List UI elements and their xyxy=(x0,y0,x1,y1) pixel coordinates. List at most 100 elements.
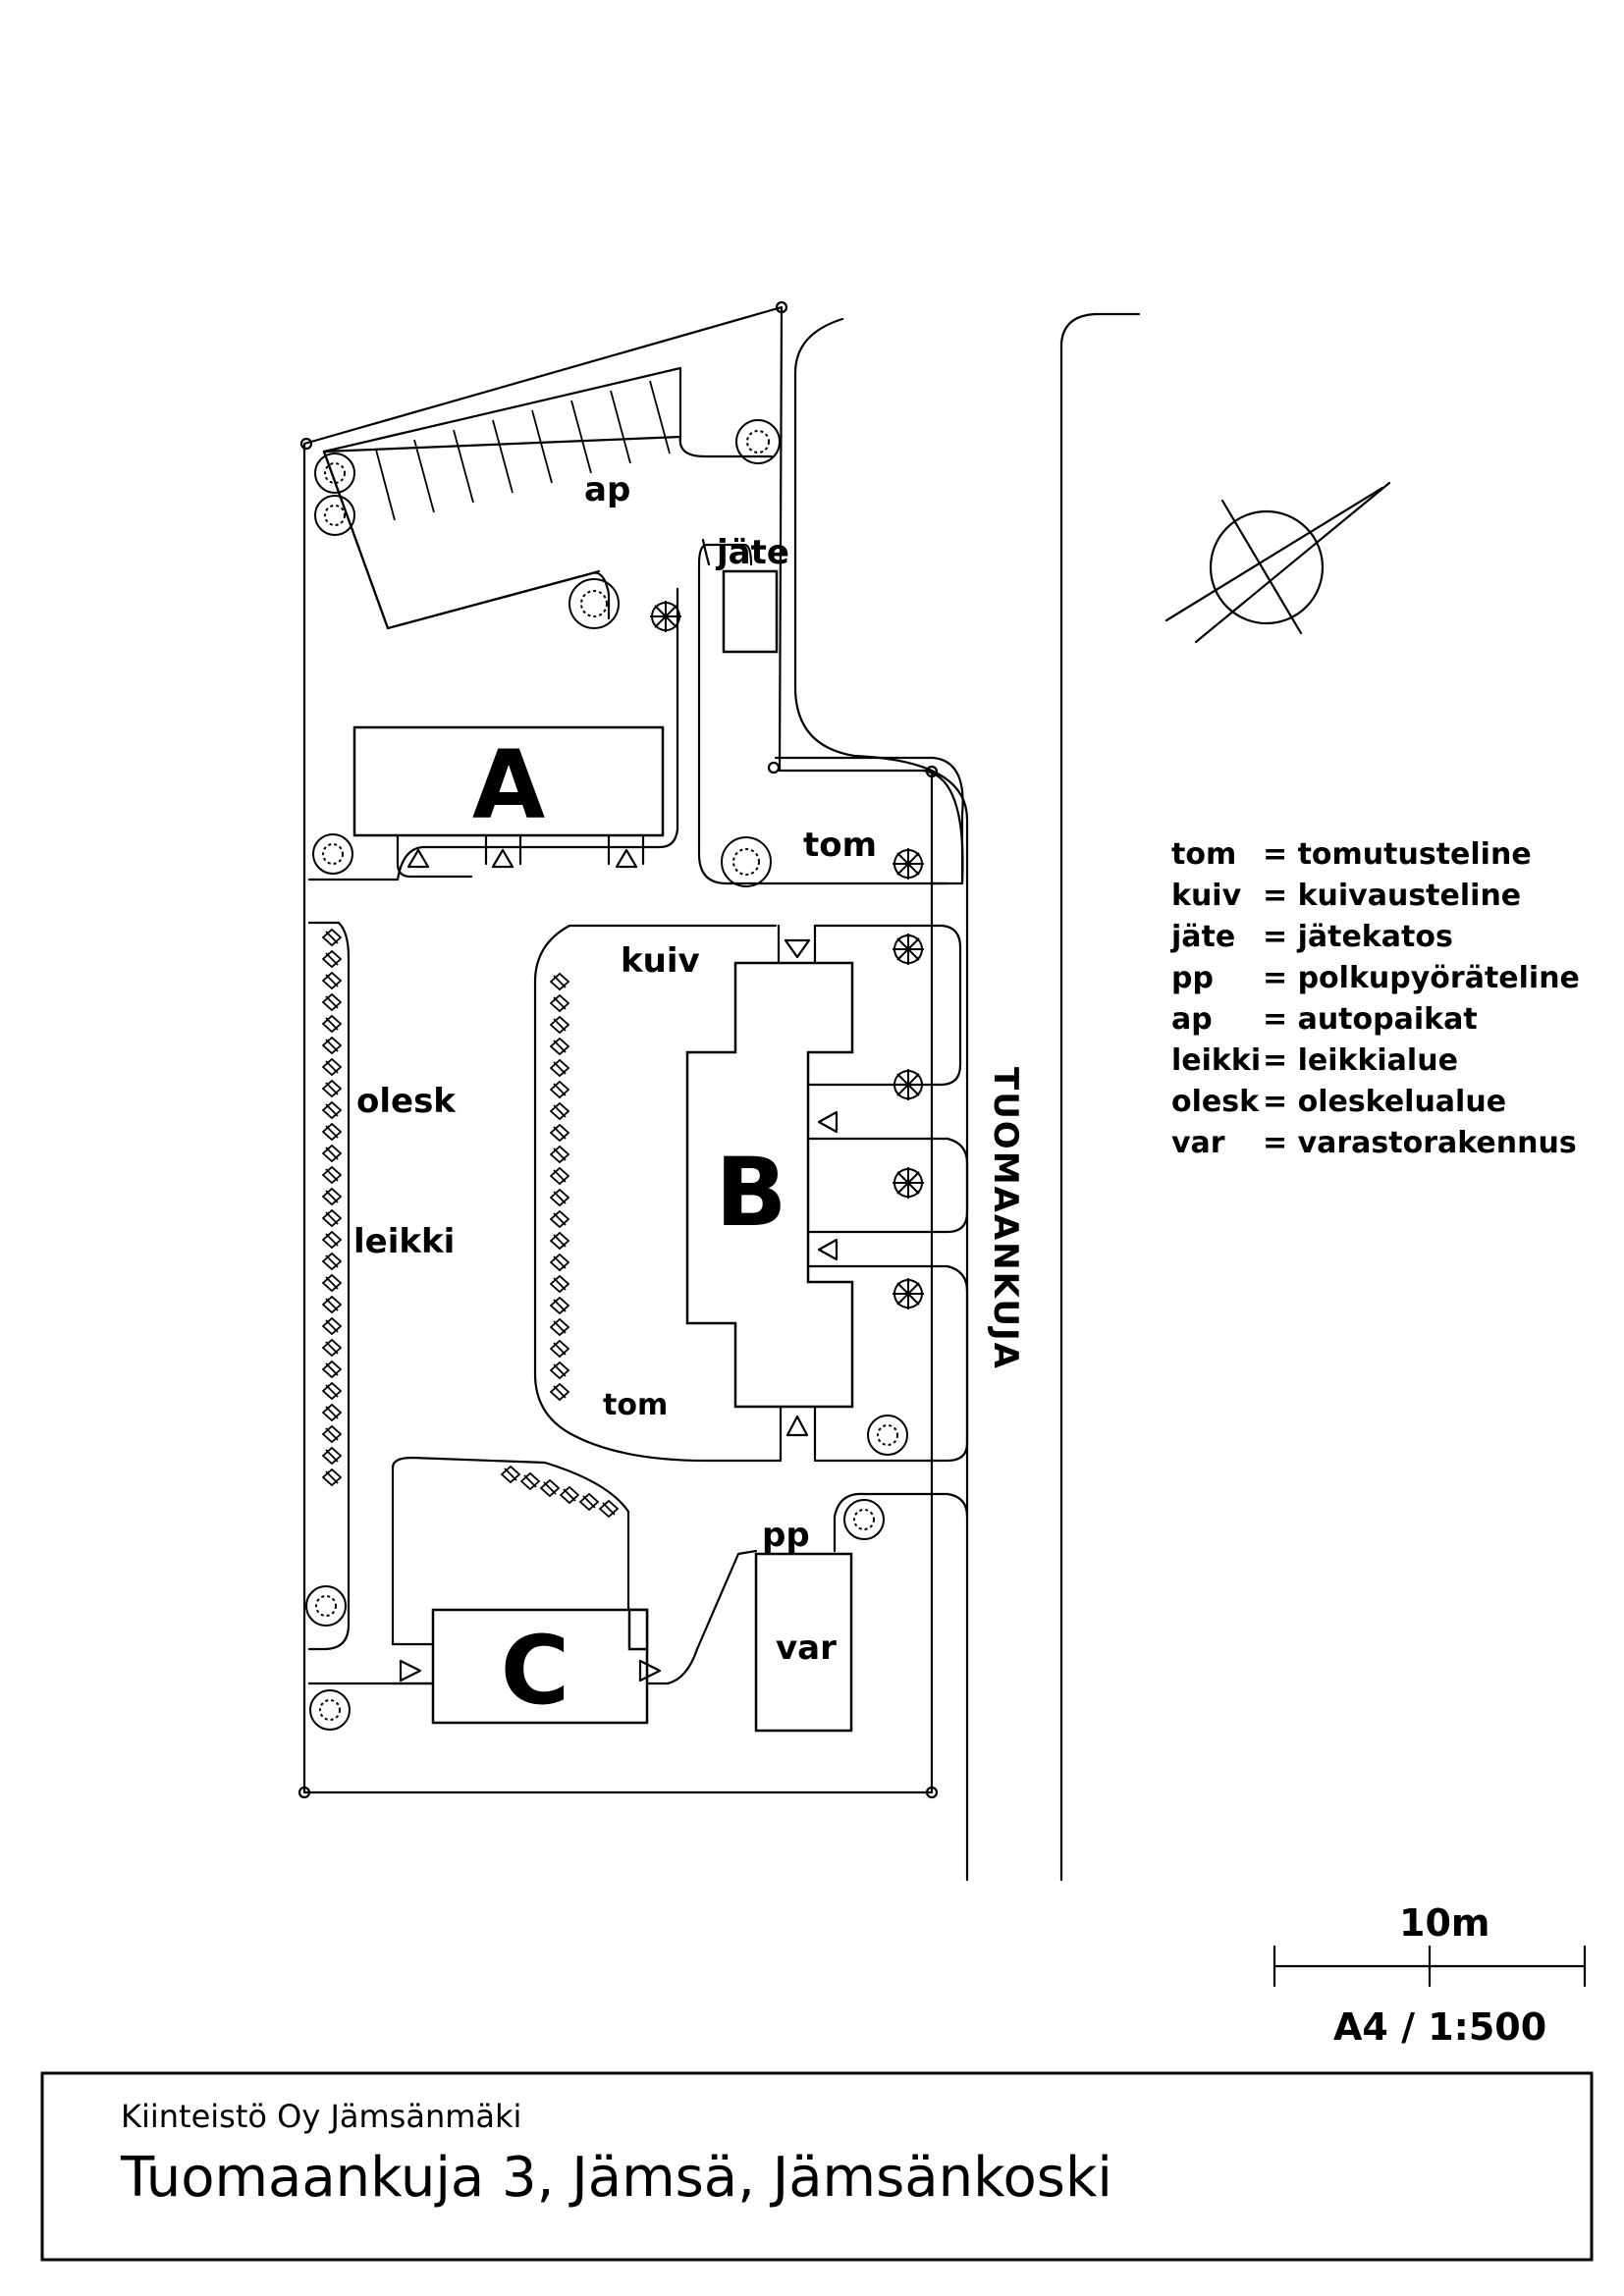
hedge-leaf xyxy=(321,1100,343,1120)
title-block: Kiinteistö Oy Jämsänmäki Tuomaankuja 3, … xyxy=(40,2071,1594,2262)
hedges xyxy=(321,928,620,1519)
tree-icon xyxy=(867,1415,908,1456)
hedge-leaf xyxy=(549,1253,570,1272)
label-kuiv: kuiv xyxy=(621,941,700,981)
company-name: Kiinteistö Oy Jämsänmäki xyxy=(121,2098,521,2135)
hedge-leaf xyxy=(519,1471,541,1491)
legend-description: = varastorakennus xyxy=(1263,1126,1577,1160)
street-name: TUOMAANKUJA xyxy=(986,1067,1025,1370)
hedge-leaf xyxy=(549,1037,570,1056)
building-c: C xyxy=(391,1608,662,1726)
label-olesk: olesk xyxy=(356,1082,457,1121)
hedge-leaf xyxy=(549,1123,570,1143)
building-b: B xyxy=(685,924,854,1463)
hedge-leaf xyxy=(321,1403,343,1422)
hedge-leaf xyxy=(321,1468,343,1487)
hedge-leaf xyxy=(549,1145,570,1164)
building-a: A xyxy=(352,725,665,879)
legend-abbr: var xyxy=(1171,1126,1225,1160)
storage-building xyxy=(754,1552,853,1733)
hedge-leaf xyxy=(321,1381,343,1401)
legend-abbr: olesk xyxy=(1171,1085,1260,1119)
hedge-leaf xyxy=(321,1316,343,1336)
tree-icon xyxy=(735,419,781,464)
label-jate: jäte xyxy=(715,533,789,572)
hedge-leaf xyxy=(539,1478,561,1498)
legend-description: = autopaikat xyxy=(1263,1002,1478,1037)
site-address: Tuomaankuja 3, Jämsä, Jämsänkoski xyxy=(120,2146,1112,2210)
north-arrow-icon xyxy=(1164,481,1391,644)
building-b-label: B xyxy=(715,1138,786,1248)
hedge-leaf xyxy=(321,1338,343,1358)
hedge-leaf xyxy=(549,1317,570,1337)
tree-icon xyxy=(312,833,353,875)
hedge-leaf xyxy=(549,1296,570,1315)
tree-icon xyxy=(305,1585,347,1627)
hedge-leaf xyxy=(321,1144,343,1163)
hedge-leaf xyxy=(321,1057,343,1077)
hedge-leaf xyxy=(321,1424,343,1444)
hedge-leaf xyxy=(321,949,343,969)
hedge-leaf xyxy=(321,1208,343,1228)
map-labels: ap jäte tom kuiv olesk leikki tom pp var xyxy=(353,470,877,1668)
tree-icon xyxy=(721,836,772,887)
hedge-leaf xyxy=(549,972,570,991)
shrub-icon xyxy=(650,601,681,632)
hedge-leaf xyxy=(578,1492,600,1512)
hedge-leaf xyxy=(321,1273,343,1293)
hedge-leaf xyxy=(321,928,343,947)
label-tom-top: tom xyxy=(803,826,877,865)
hedge-leaf xyxy=(549,1339,570,1359)
legend-description: = jätekatos xyxy=(1263,920,1453,954)
shrub-icon xyxy=(893,1278,924,1309)
legend-description: = polkupyöräteline xyxy=(1263,961,1580,995)
hedge-leaf xyxy=(321,1295,343,1314)
legend-abbr: leikki xyxy=(1171,1043,1261,1078)
parking-area xyxy=(322,366,774,630)
legend-abbr: kuiv xyxy=(1171,879,1242,913)
shrub-icon xyxy=(893,1167,924,1199)
hedge-leaf xyxy=(549,1080,570,1099)
shrub-icon xyxy=(893,848,924,880)
hedge-leaf xyxy=(549,1015,570,1035)
shrubs xyxy=(650,601,924,1309)
shrub-icon xyxy=(893,1069,924,1100)
hedge-leaf xyxy=(549,1058,570,1078)
waste-shelter xyxy=(722,569,779,654)
building-a-label: A xyxy=(472,730,545,840)
tree-icon xyxy=(568,578,620,629)
hedge-leaf xyxy=(549,1231,570,1251)
tree-icon xyxy=(843,1499,885,1540)
label-pp: pp xyxy=(762,1516,810,1555)
hedge-leaf xyxy=(321,1165,343,1185)
label-var: var xyxy=(776,1629,837,1668)
hedge-leaf xyxy=(321,992,343,1012)
tree-icon xyxy=(314,453,355,494)
legend-description: = oleskelualue xyxy=(1263,1085,1506,1119)
hedge-leaf xyxy=(559,1485,580,1505)
hedge-leaf xyxy=(321,1252,343,1271)
hedge-leaf xyxy=(321,971,343,990)
trees xyxy=(305,419,908,1731)
hedge-leaf xyxy=(598,1499,620,1519)
hedge-leaf xyxy=(549,1274,570,1294)
hedge-leaf xyxy=(321,1036,343,1055)
hedge-leaf xyxy=(549,1101,570,1121)
label-tom-bottom: tom xyxy=(603,1388,668,1422)
building-c-label: C xyxy=(501,1616,569,1726)
legend-abbr: pp xyxy=(1171,961,1214,995)
hedge-leaf xyxy=(321,1014,343,1034)
legend-description: = leikkialue xyxy=(1263,1043,1458,1078)
legend-abbr: tom xyxy=(1171,837,1236,872)
legend-abbr: ap xyxy=(1171,1002,1213,1037)
legend-description: = tomutusteline xyxy=(1263,837,1532,872)
tree-icon xyxy=(309,1689,351,1731)
hedge-leaf xyxy=(321,1230,343,1250)
hedge-leaf xyxy=(549,1209,570,1229)
hedge-leaf xyxy=(321,1446,343,1466)
hedge-leaf xyxy=(549,993,570,1013)
label-leikki: leikki xyxy=(353,1222,455,1261)
hedge-leaf xyxy=(321,1079,343,1098)
